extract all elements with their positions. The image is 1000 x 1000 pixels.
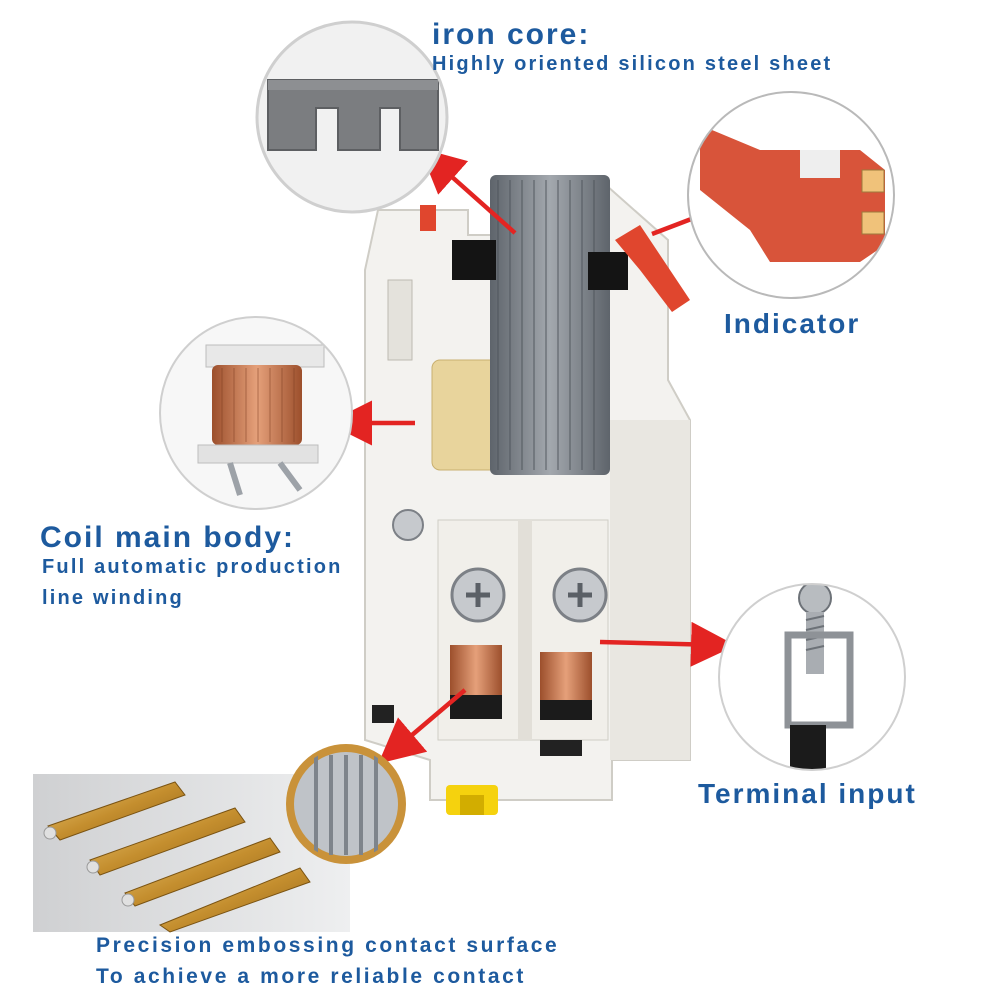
contact-surface-zoom xyxy=(286,744,406,864)
coil-zoom xyxy=(159,316,353,510)
coil-description-line-1: Full automatic production xyxy=(42,556,343,578)
relay-body xyxy=(364,175,691,815)
indicator-title: Indicator xyxy=(724,308,861,339)
iron-core-zoom xyxy=(255,20,449,214)
iron-core-description: Highly oriented silicon steel sheet xyxy=(432,53,833,75)
terminal-zoom xyxy=(718,583,906,771)
iron-core-title: iron core: xyxy=(432,18,591,51)
contacts-photo xyxy=(33,774,350,933)
coil-description-line-2: line winding xyxy=(42,587,184,609)
terminal-title: Terminal input xyxy=(698,778,917,809)
indicator-zoom xyxy=(687,91,895,299)
precision-caption-line-2: To achieve a more reliable contact xyxy=(96,965,526,988)
precision-caption-line-1: Precision embossing contact surface xyxy=(96,934,560,957)
coil-title: Coil main body: xyxy=(40,521,295,554)
